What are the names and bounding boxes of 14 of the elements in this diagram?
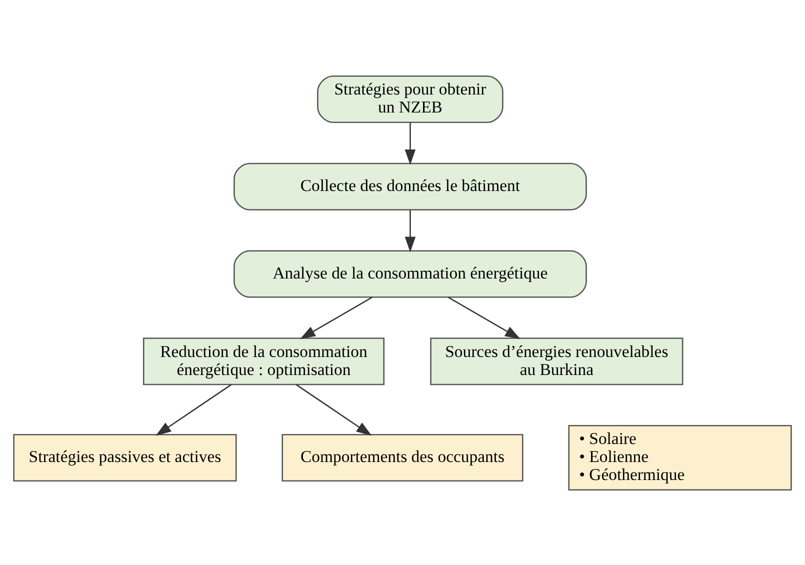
arrow xyxy=(156,384,232,436)
node-box: Comportements des occupants xyxy=(282,433,524,481)
node-box: Stratégies pour obtenir un NZEB xyxy=(317,75,504,123)
arrow xyxy=(300,296,372,339)
node-box: Reduction de la consommation énergétique : optimisation xyxy=(142,337,385,385)
node-box: Stratégies passives et actives xyxy=(13,433,237,481)
arrow xyxy=(404,210,416,252)
arrow xyxy=(404,122,416,164)
node-box: Collecte des données le bâtiment xyxy=(234,162,587,210)
node-box: Sources d’énergies renouvelables au Burkina xyxy=(430,337,684,385)
node-box: Analyse de la consommation énergétique xyxy=(234,250,587,298)
arrow xyxy=(296,384,372,436)
arrow xyxy=(448,296,520,339)
node-box: • Solaire • Eolienne • Géothermique xyxy=(568,424,792,490)
